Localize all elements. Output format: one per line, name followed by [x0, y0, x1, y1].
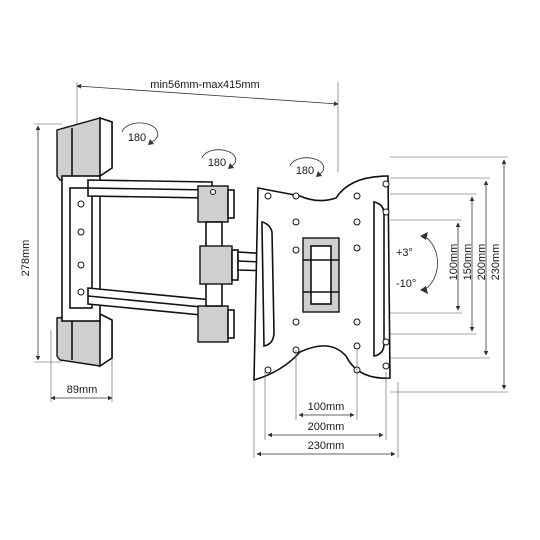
rotation-label-1: 180: [128, 132, 146, 144]
base-depth-label: 89mm: [67, 384, 98, 396]
vertical-100-label: 100mm: [448, 244, 460, 281]
tilt-up-label: +3°: [396, 247, 413, 259]
reach-label: min56mm-max415mm: [150, 79, 259, 91]
height-label: 278mm: [20, 240, 32, 277]
horizontal-200-label: 200mm: [308, 421, 345, 433]
reach-dimension: min56mm-max415mm: [76, 79, 339, 172]
height-dimension: 278mm: [20, 123, 62, 363]
horizontal-dimensions: 100mm 200mm 230mm: [253, 350, 399, 458]
horizontal-100-label: 100mm: [308, 401, 345, 413]
arm-assembly: [87, 179, 306, 343]
rotation-label-3: 180: [296, 165, 314, 177]
vertical-230-label: 230mm: [490, 244, 502, 281]
vesa-bracket: [253, 175, 391, 382]
rotation-marker-2: 180: [201, 149, 237, 169]
tilt-down-label: -10°: [396, 278, 416, 290]
horizontal-230-label: 230mm: [308, 440, 345, 452]
vertical-150-label: 150mm: [462, 244, 474, 281]
wall-plate: [56, 116, 113, 368]
rotation-marker-3: 180: [289, 157, 325, 177]
vertical-dimensions: 100mm 150mm 200mm 230mm: [390, 156, 508, 393]
rotation-marker-1: 180: [121, 122, 159, 145]
rotation-label-2: 180: [208, 157, 226, 169]
tilt-marker: +3° -10°: [396, 232, 438, 294]
vertical-200-label: 200mm: [476, 244, 488, 281]
